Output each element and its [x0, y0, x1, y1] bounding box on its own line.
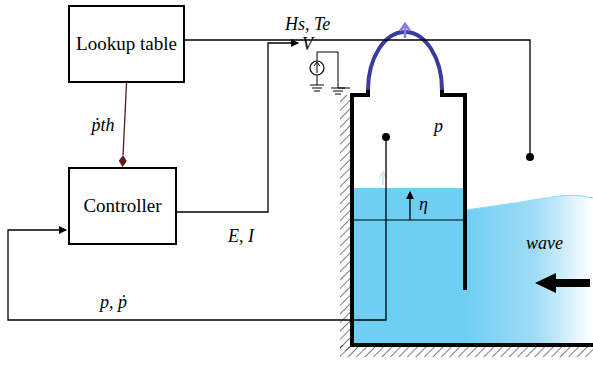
sensor-dot — [526, 153, 534, 161]
signal-label: V — [300, 34, 315, 54]
chamber-water — [352, 188, 465, 345]
sea-state-line — [177, 40, 530, 155]
connector — [123, 83, 126, 155]
signal-label: E, I — [226, 226, 256, 246]
box-label: Lookup table — [76, 33, 177, 55]
process-box: Lookup table — [68, 5, 185, 83]
control-signal — [177, 43, 298, 212]
membrane — [368, 32, 442, 90]
eta-arrow — [409, 192, 410, 220]
signal-label: p, ṗ — [98, 292, 129, 312]
sea-water — [465, 195, 593, 345]
signal-label: p — [432, 116, 445, 136]
wave-arrow — [535, 273, 590, 293]
process-box: Controller — [68, 167, 177, 245]
signal-label: Hs, Te — [283, 14, 332, 34]
reference-level — [352, 220, 465, 221]
signal-label: η — [417, 194, 430, 214]
edge-label: ṗth — [89, 115, 116, 135]
box-label: Controller — [83, 195, 161, 217]
current-source — [310, 61, 324, 75]
wire — [317, 52, 338, 88]
signal-label: wave — [524, 233, 565, 253]
ground-symbol — [310, 75, 324, 91]
diamond-head — [119, 155, 127, 167]
sea-bed — [350, 343, 593, 347]
feedback-line — [8, 137, 386, 320]
ground-symbol — [331, 88, 350, 94]
ground-hatch — [340, 345, 593, 357]
chamber-wall — [352, 88, 465, 345]
membrane-arrow — [400, 24, 410, 38]
